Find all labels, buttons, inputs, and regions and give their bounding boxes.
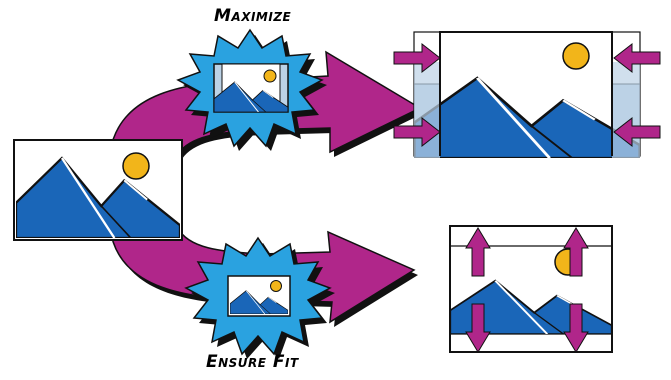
inward-arrow-icon [393,42,661,148]
vertical-arrow-icon [465,227,589,353]
maximized-result-icon [413,31,641,158]
sun-icon [122,152,150,180]
ensure-fit-label: Ensure Fit [206,352,299,372]
maximize-label: Maximize [214,6,292,26]
maximize-burst-icon [176,28,327,151]
source-picture-icon [13,139,183,241]
ensure-fit-burst-icon [184,236,335,359]
